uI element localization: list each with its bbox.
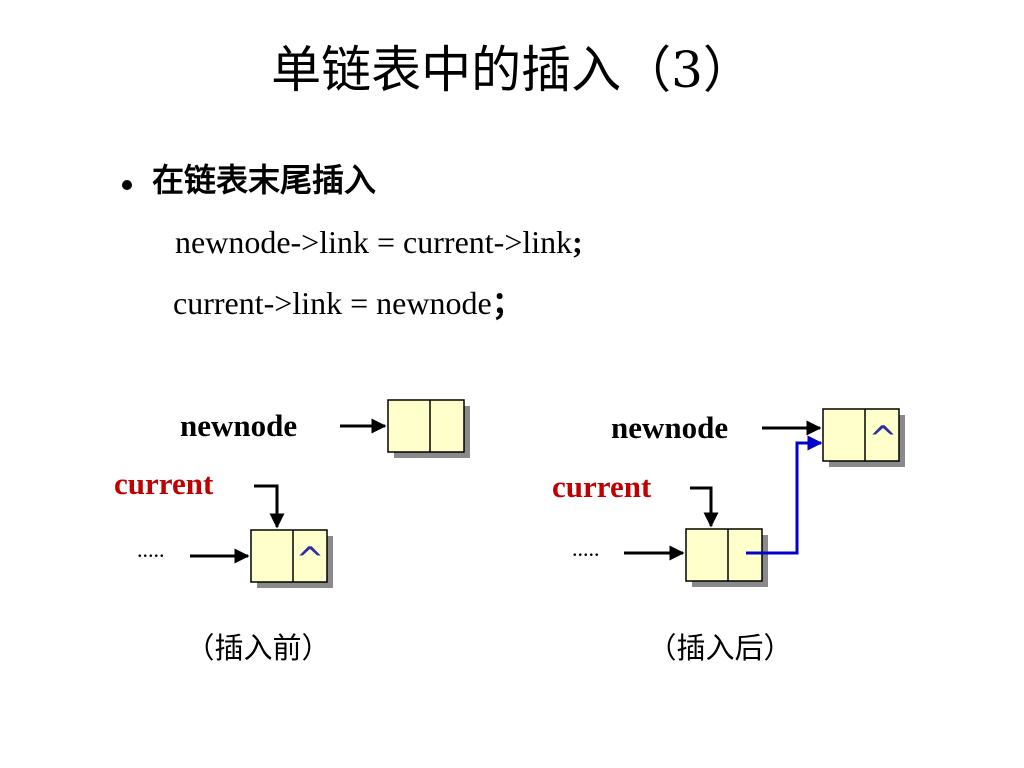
code-line-1: newnode->link = current->link;	[175, 223, 583, 261]
before-null-symbol: ^	[296, 540, 325, 580]
before-current-label: current	[114, 466, 214, 501]
bullet-text: 在链表末尾插入	[152, 161, 377, 199]
after-current-node	[685, 528, 768, 587]
before-ellipsis: .....	[137, 537, 165, 562]
after-newnode-label: newnode	[611, 410, 728, 445]
slide-title: 单链表中的插入（3）	[271, 41, 753, 99]
before-newnode-box	[387, 399, 470, 458]
diagram-after: ^ newnode current ..... （插入后）	[552, 408, 905, 665]
code-line-1-text: newnode->link = current->link	[175, 224, 573, 260]
after-new-link	[746, 435, 823, 555]
before-caption: （插入前）	[185, 631, 330, 665]
code-line-2-semicolon: ；	[491, 285, 524, 321]
code-line-2-text: current->link = newnode	[173, 285, 492, 321]
diagram-before: newnode ^ current ..... （插入前）	[114, 399, 470, 665]
before-current-pointer	[254, 484, 285, 529]
after-caption: （插入后）	[647, 631, 792, 665]
before-newnode-label: newnode	[180, 408, 297, 443]
code-line-1-semicolon: ;	[572, 224, 583, 260]
after-current-pointer	[690, 486, 719, 528]
after-ellipsis: .....	[572, 536, 600, 561]
after-null-symbol: ^	[869, 419, 898, 459]
after-newnode-box	[822, 408, 905, 467]
after-current-label: current	[552, 469, 652, 504]
code-line-2: current->link = newnode；	[173, 284, 524, 322]
before-current-node	[250, 529, 333, 588]
bullet-dot	[122, 180, 132, 190]
